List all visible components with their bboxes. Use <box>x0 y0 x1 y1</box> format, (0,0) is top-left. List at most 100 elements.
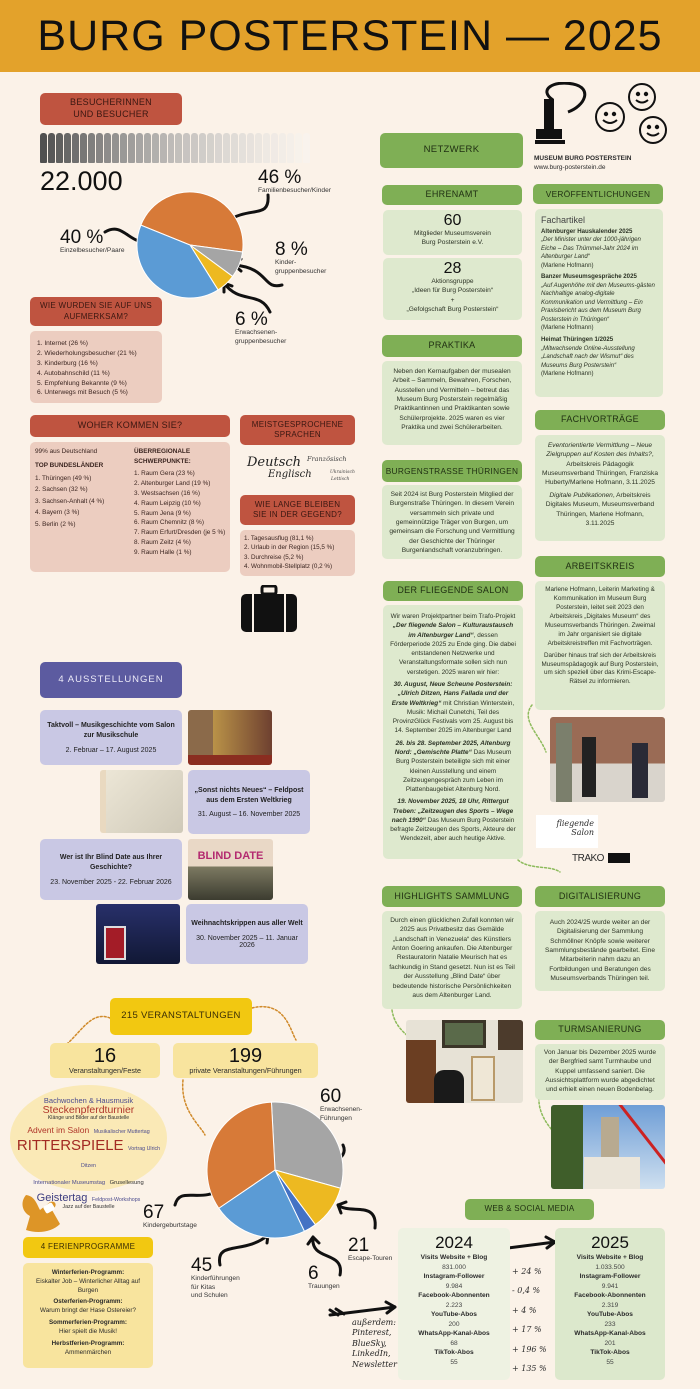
paragraph: 30. August, Neue Scheune Posterstein: „U… <box>389 680 517 736</box>
list-item: 2. Altenburger Land (19 %) <box>134 479 211 487</box>
volunteer-header: EHRENAMT <box>382 185 522 205</box>
language-word: Französisch <box>307 455 347 463</box>
paragraph: Digitale Publikationen, Arbeitskreis Dig… <box>541 491 659 528</box>
text-segment: , Arbeitskreis Digitales Museum, Museums… <box>545 491 655 527</box>
paragraph: 19. November 2025, 18 Uhr, Rittergut Tre… <box>389 797 517 843</box>
fliegende-salon-logo: fliegende Salon <box>536 815 598 848</box>
list-item: 6. Raum Chemnitz (8 %) <box>134 519 204 527</box>
person-icon <box>103 133 111 163</box>
language-word: Ukrainisch <box>330 470 355 475</box>
workgroup-box: Marlene Hofmann, Leiterin Marketing & Ko… <box>535 581 665 710</box>
list-item: 4. Raum Leipzig (10 %) <box>134 499 201 507</box>
metric-value: 1.033.500 <box>595 1263 625 1271</box>
metric-label: TikTok-Abos <box>434 1349 474 1357</box>
change-value: + 4 % <box>512 1305 537 1315</box>
person-icon <box>71 133 79 163</box>
paragraph: 26. bis 28. September 2025, Altenburg No… <box>389 739 517 795</box>
exhibition-poster-feldpost <box>100 770 183 833</box>
text-segment: 26. bis 28. September 2025, Altenburg No… <box>394 739 511 756</box>
talks-header: FACHVORTRÄGE <box>535 410 665 430</box>
salon-box: Wir waren Projektpartner beim Trafo-Proj… <box>383 605 523 859</box>
list-item: Pinterest, <box>352 1328 392 1338</box>
change-value: + 17 % <box>512 1325 542 1335</box>
paragraph: Eventorientierte Vermittlung – Neue Ziel… <box>541 441 659 488</box>
metric-label: YouTube-Abos <box>431 1311 477 1319</box>
person-icon <box>167 133 175 163</box>
person-icon <box>199 133 207 163</box>
metric-value: 831.000 <box>442 1263 466 1271</box>
states-list: 1. Thüringen (49 %)2. Sachsen (32 %)3. S… <box>35 473 130 531</box>
metric-value: 2.319 <box>601 1301 619 1309</box>
person-icon <box>191 133 199 163</box>
person-icon <box>143 133 151 163</box>
paragraph: Wir waren Projektpartner beim Trafo-Proj… <box>389 612 517 677</box>
language-word: Lettisch <box>331 477 350 482</box>
exhibition-poster-taktvoll <box>188 710 272 765</box>
event-word-cloud: Bachwochen & Hausmusik Steckenpferdturni… <box>10 1085 167 1210</box>
list-item: 4. Bayern (3 %) <box>35 509 80 517</box>
person-icon <box>47 133 55 163</box>
events-header: 215 VERANSTALTUNGEN <box>110 998 252 1035</box>
crown-icon <box>22 1195 60 1232</box>
arrow-icon <box>336 1200 377 1230</box>
publications-box: Fachartikel Altenburger Hauskalender 202… <box>535 209 663 397</box>
person-icon <box>279 133 287 163</box>
list-item: 1. Raum Gera (23 %) <box>134 469 195 477</box>
people-icon-row <box>40 133 310 163</box>
person-icon <box>287 133 294 163</box>
person-icon <box>302 133 310 163</box>
exhibitions-header: 4 AUSSTELLUNGEN <box>40 662 182 698</box>
person-icon <box>247 133 255 163</box>
person-icon <box>223 133 231 163</box>
list-item: 1. Internet (26 %) <box>37 340 88 347</box>
person-icon <box>55 133 63 163</box>
smiley-icon <box>628 83 656 111</box>
language-word: Deutsch <box>247 455 302 470</box>
metric-label: Instagram-Follower <box>423 1273 485 1281</box>
pie-slice-erwachsenen-f-hrungen <box>270 1101 344 1189</box>
metric-value: 55 <box>450 1359 458 1367</box>
person-icon <box>40 133 47 163</box>
person-icon <box>159 133 167 163</box>
language-word: Englisch <box>268 469 312 480</box>
internships-box: Neben den Kernaufgaben der musealen Arbe… <box>382 361 522 445</box>
text-segment: 19. November 2025, 18 Uhr, Rittergut Tre… <box>391 798 514 824</box>
exhibition-card[interactable]: Taktvoll – Musikgeschichte vom Salon zur… <box>40 710 182 765</box>
castle-road-box: Seit 2024 ist Burg Posterstein Mitglied … <box>382 485 522 559</box>
exhibition-poster-krippen <box>96 904 180 964</box>
person-icon <box>295 133 302 163</box>
text-segment: Das Museum Burg Posterstein befragte Zei… <box>390 816 516 843</box>
social-also-list: außerdem:Pinterest,BlueSky,LinkedIn,News… <box>352 1318 397 1370</box>
languages-header: MEISTGESPROCHENE SPRACHEN <box>240 415 355 445</box>
list-item: 6. Unterwegs mit Besuch (5 %) <box>37 389 128 397</box>
person-icon <box>263 133 271 163</box>
arrow-icon <box>306 1235 342 1277</box>
museum-name: MUSEUM BURG POSTERSTEIN <box>534 155 632 162</box>
exhibition-card[interactable]: Wer ist Ihr Blind Date aus Ihrer Geschic… <box>40 839 182 900</box>
metric-value: 9.941 <box>601 1282 619 1290</box>
museum-url[interactable]: www.burg-posterstein.de <box>534 164 606 171</box>
tower-box: Von Januar bis Dezember 2025 wurde der B… <box>535 1044 665 1100</box>
tower-header: TURMSANIERUNG <box>535 1020 665 1040</box>
regions-list: 1. Raum Gera (23 %) 2. Altenburger Land (… <box>134 469 228 558</box>
metric-label: TikTok-Abos <box>590 1349 630 1357</box>
pie-label-families: 46 %Familienbesucher/Kinder <box>258 167 331 194</box>
museum-logo <box>535 82 667 144</box>
talks-box: Eventorientierte Vermittlung – Neue Ziel… <box>535 435 665 541</box>
metric-value: 2.223 <box>445 1301 463 1309</box>
arrow-icon <box>328 1300 397 1317</box>
exhibition-card[interactable]: „Sonst nichts Neues“ – Feldpost aus dem … <box>188 770 310 834</box>
list-item: 5. Empfehlung Bekannte (9 %) <box>37 379 127 387</box>
metric-label: Visits Website + Blog <box>576 1254 644 1261</box>
person-icon <box>111 133 119 163</box>
metric-value: 68 <box>450 1339 458 1347</box>
list-item: LinkedIn, <box>352 1349 391 1359</box>
person-icon <box>119 133 127 163</box>
list-item: 5. Raum Jena (9 %) <box>134 509 191 517</box>
